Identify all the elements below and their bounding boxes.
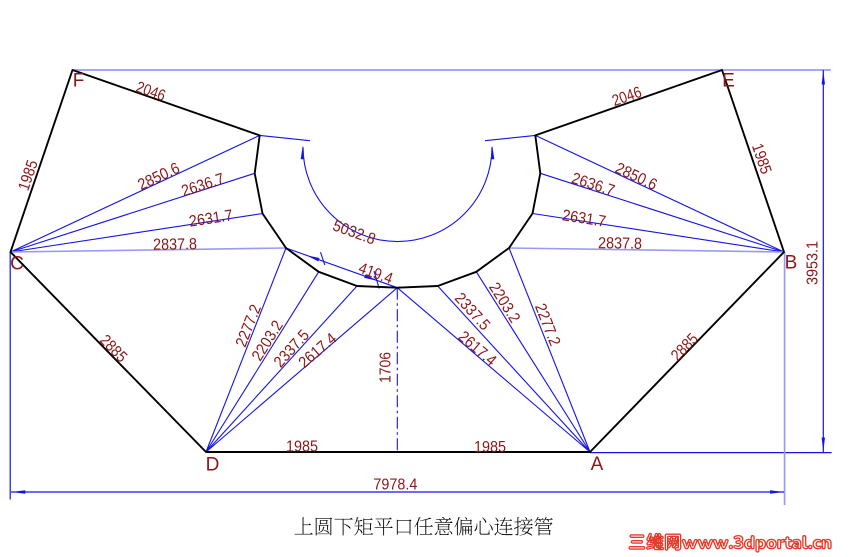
svg-text:F: F <box>73 71 85 92</box>
svg-text:E: E <box>722 71 735 92</box>
svg-text:2837.8: 2837.8 <box>598 235 642 253</box>
svg-text:3953.1: 3953.1 <box>805 241 822 285</box>
svg-text:2837.8: 2837.8 <box>153 236 197 254</box>
svg-text:B: B <box>785 253 798 274</box>
svg-text:D: D <box>206 455 220 476</box>
svg-text:1985: 1985 <box>286 439 318 456</box>
svg-text:A: A <box>591 454 604 475</box>
svg-text:2631.7: 2631.7 <box>561 207 607 230</box>
svg-text:7978.4: 7978.4 <box>373 477 417 494</box>
svg-text:2631.7: 2631.7 <box>188 207 234 230</box>
svg-text:C: C <box>10 254 24 275</box>
svg-text:1706: 1706 <box>378 352 395 383</box>
svg-text:1985: 1985 <box>474 439 506 456</box>
